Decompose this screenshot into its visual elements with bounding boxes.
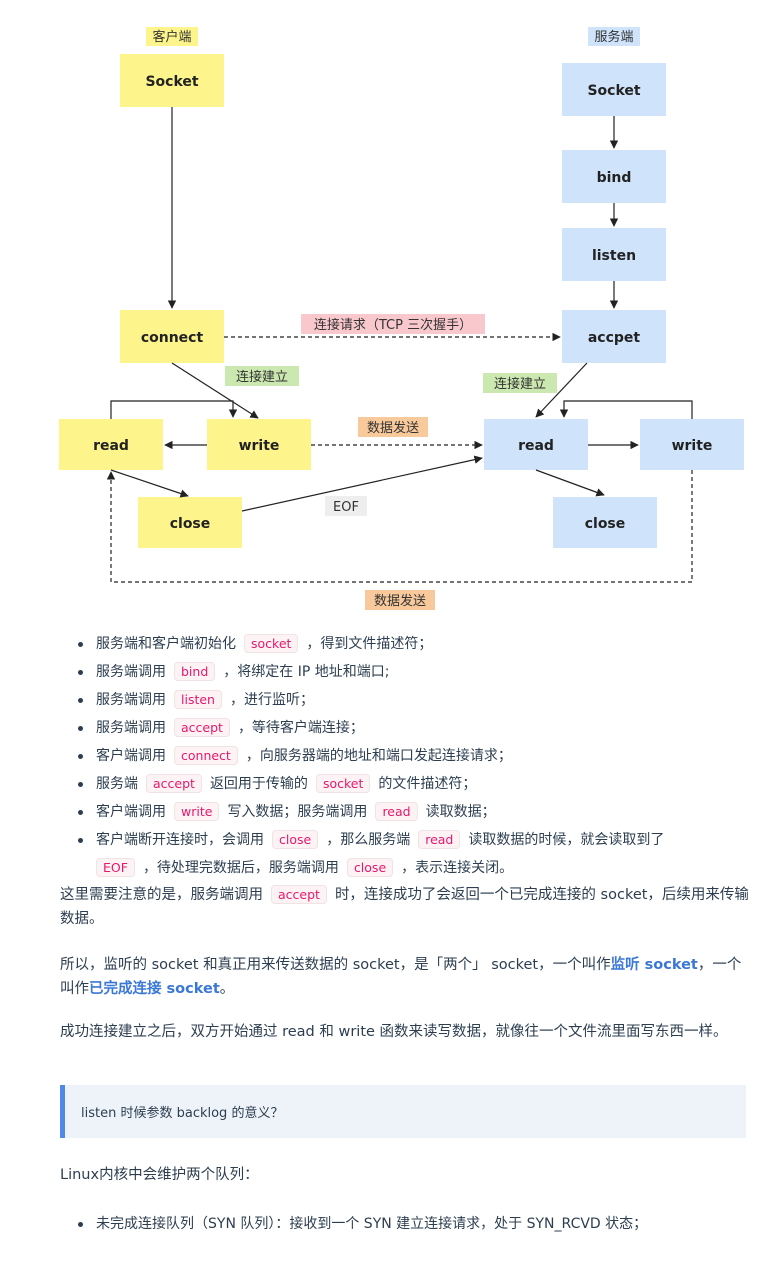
paragraph-kernel-queues: Linux内核中会维护两个队列： xyxy=(60,1167,259,1183)
client-socket-box xyxy=(120,54,224,107)
svg-text:write: write xyxy=(239,438,280,454)
paragraph-two-sockets: 所以，监听的 socket 和真正用来传送数据的 socket，是「两个」 so… xyxy=(60,957,742,997)
svg-text:connect: connect xyxy=(141,330,204,346)
send-data-top-tag: 数据发送 xyxy=(367,420,419,436)
svg-text:read: read xyxy=(518,438,554,454)
server-accept-box xyxy=(562,310,666,363)
client-close-box xyxy=(138,497,242,548)
backlog-question-callout: listen 时候参数 backlog 的意义？ xyxy=(60,1085,746,1138)
connection-request-tag: 连接请求（TCP 三次握手） xyxy=(314,317,472,333)
socket-flow-diagram: 客户端 服务端 Socket connect read write close … xyxy=(59,27,744,610)
svg-text:bind: bind xyxy=(597,170,632,186)
svg-text:write: write xyxy=(672,438,713,454)
server-listen-box xyxy=(562,228,666,281)
client-write-box xyxy=(207,419,311,470)
svg-text:Socket: Socket xyxy=(587,83,640,99)
client-read-box xyxy=(59,419,163,470)
svg-text:Socket: Socket xyxy=(145,74,198,90)
client-label: 客户端 xyxy=(152,29,191,45)
server-write-box xyxy=(640,419,744,470)
svg-text:listen: listen xyxy=(592,248,636,264)
server-close-box xyxy=(553,497,657,548)
svg-text:read: read xyxy=(93,438,129,454)
client-established-tag: 连接建立 xyxy=(236,369,288,385)
client-connect-box xyxy=(120,310,224,363)
send-data-bottom-tag: 数据发送 xyxy=(374,593,426,609)
server-read-box xyxy=(484,419,588,470)
queue-list: 未完成连接队列（SYN 队列）：接收到一个 SYN 建立连接请求，处于 SYN_… xyxy=(78,1210,748,1238)
paragraph-read-write: 成功连接建立之后，双方开始通过 read 和 write 函数来读写数据，就像往… xyxy=(60,1024,728,1040)
svg-text:close: close xyxy=(585,516,626,532)
server-bind-box xyxy=(562,150,666,203)
server-socket-box xyxy=(562,63,666,116)
svg-text:accpet: accpet xyxy=(588,330,641,346)
svg-text:close: close xyxy=(170,516,211,532)
list-item: 未完成连接队列（SYN 队列）：接收到一个 SYN 建立连接请求，处于 SYN_… xyxy=(78,1210,748,1238)
server-established-tag: 连接建立 xyxy=(494,376,546,392)
server-label: 服务端 xyxy=(594,29,633,45)
eof-tag: EOF xyxy=(333,500,359,515)
